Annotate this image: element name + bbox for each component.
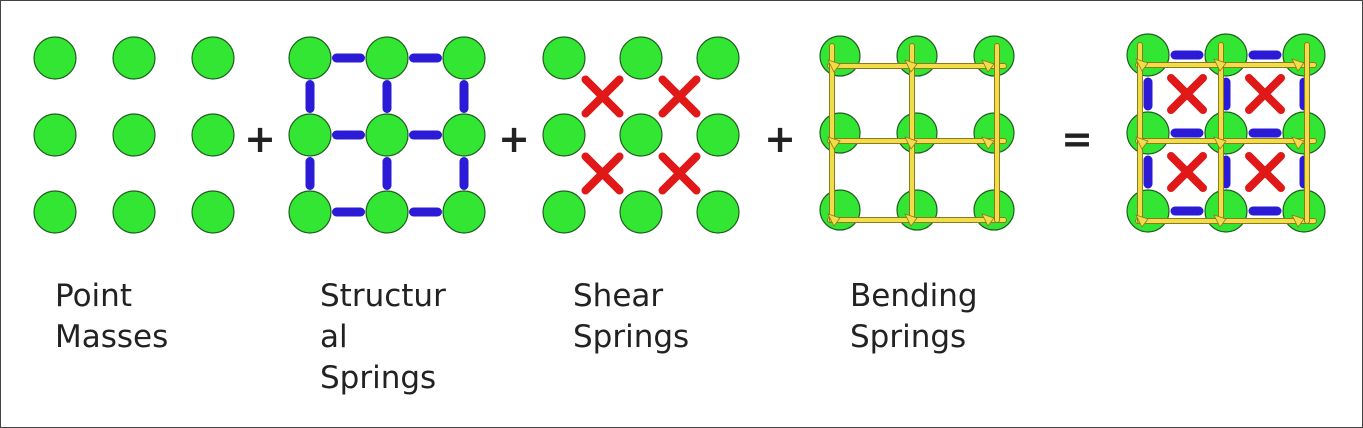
mass-point	[288, 190, 332, 234]
shear-spring	[1167, 152, 1207, 192]
plus-operator: +	[244, 117, 276, 161]
bending-spring-tab	[1213, 58, 1227, 72]
bending-spring-tab	[1135, 136, 1149, 150]
mass-point	[112, 190, 156, 234]
mass-point	[442, 190, 486, 234]
bending-spring-tab	[827, 213, 841, 227]
combined-panel	[1125, 32, 1327, 234]
bending-spring-tab	[1291, 136, 1305, 150]
bending-spring-tab	[1291, 58, 1305, 72]
mass-point	[696, 36, 740, 80]
mass-point	[1204, 189, 1248, 233]
bending-spring-tab	[1291, 214, 1305, 228]
bending-spring-tab	[1213, 136, 1227, 150]
mass-point	[191, 190, 235, 234]
mass-point	[696, 190, 740, 234]
mass-point	[696, 113, 740, 157]
bending-springs-panel	[818, 34, 1016, 232]
mass-point	[288, 113, 332, 157]
bending-spring-tab	[981, 136, 995, 150]
bending-spring-tab	[827, 59, 841, 73]
mass-point	[112, 113, 156, 157]
bending-spring-tab	[1213, 214, 1227, 228]
mass-point	[1204, 111, 1248, 155]
mass-point	[191, 113, 235, 157]
shear-spring	[658, 75, 701, 118]
mass-point	[1204, 33, 1248, 77]
mass-point	[442, 113, 486, 157]
shear-springs-label: Shear Springs	[573, 278, 690, 355]
mass-point	[365, 190, 409, 234]
mass-point	[365, 113, 409, 157]
mass-point	[819, 112, 861, 154]
mass-point	[442, 36, 486, 80]
point-masses-label: Point Masses	[55, 278, 169, 355]
mass-point	[1126, 33, 1170, 77]
bending-spring-tab	[981, 59, 995, 73]
mass-point	[288, 36, 332, 80]
bending-springs-label: Bending Springs	[850, 278, 978, 355]
mass-point	[619, 113, 663, 157]
mass-point	[619, 190, 663, 234]
mass-point	[619, 36, 663, 80]
bending-spring-tab	[904, 136, 918, 150]
mass-point	[819, 35, 861, 77]
shear-spring	[1245, 152, 1285, 192]
shear-spring	[658, 152, 701, 195]
shear-spring	[1245, 74, 1285, 114]
mass-point	[365, 36, 409, 80]
mass-point	[112, 36, 156, 80]
structural-springs-label: Structur al Springs	[320, 278, 446, 396]
mass-point	[819, 189, 861, 231]
mass-point	[542, 113, 586, 157]
bending-spring-tab	[904, 59, 918, 73]
mass-point	[1126, 189, 1170, 233]
point-masses-panel	[32, 35, 236, 235]
mass-point	[191, 36, 235, 80]
mass-point	[896, 35, 938, 77]
mass-point	[33, 36, 77, 80]
mass-point	[896, 189, 938, 231]
mass-point	[33, 190, 77, 234]
shear-spring	[581, 75, 624, 118]
bending-spring-tab	[981, 213, 995, 227]
equals-operator: =	[1061, 117, 1093, 161]
mass-point	[33, 113, 77, 157]
bending-spring-tab	[1135, 214, 1149, 228]
plus-operator: +	[764, 117, 796, 161]
mass-point	[1126, 111, 1170, 155]
mass-point	[896, 112, 938, 154]
mass-point	[542, 190, 586, 234]
shear-spring	[1167, 74, 1207, 114]
mass-point	[542, 36, 586, 80]
structural-springs-panel	[287, 35, 487, 235]
shear-spring	[581, 152, 624, 195]
plus-operator: +	[498, 117, 530, 161]
bending-spring-tab	[1135, 58, 1149, 72]
shear-springs-panel	[541, 35, 741, 235]
bending-spring-tab	[904, 213, 918, 227]
bending-spring-tab	[827, 136, 841, 150]
